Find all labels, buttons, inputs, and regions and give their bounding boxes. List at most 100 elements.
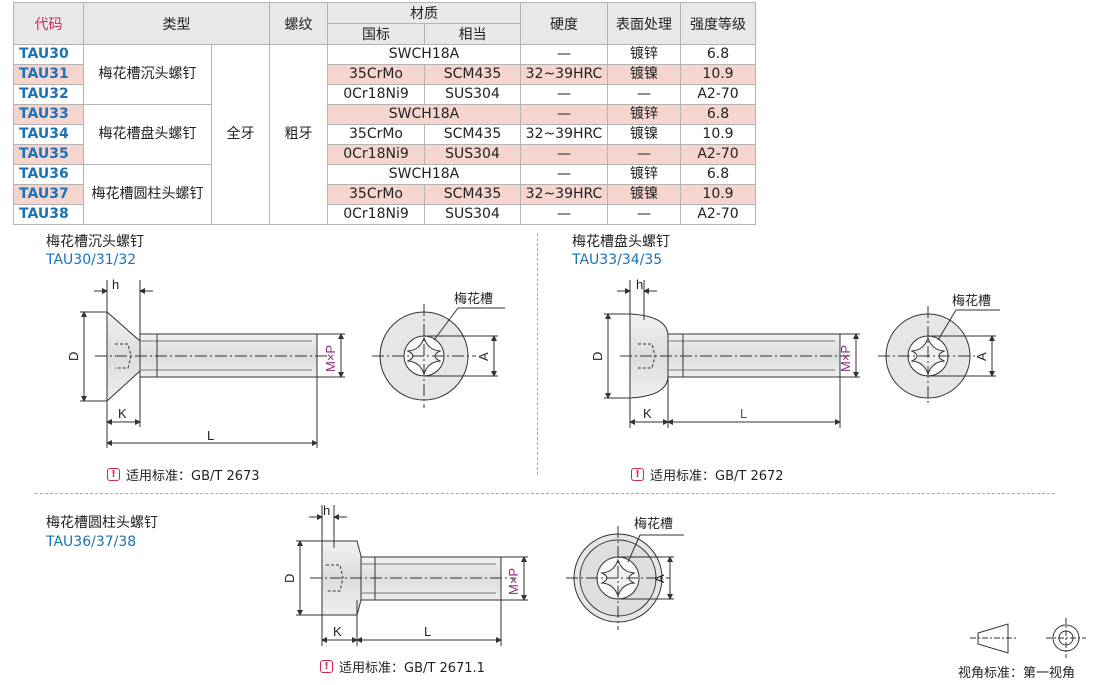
section-codes-pan: TAU33/34/35 (572, 252, 663, 268)
hardness-cell: — (520, 44, 608, 65)
table-row: TAU35 0Cr18Ni9 SUS304 — — A2-70 (13, 144, 756, 165)
grade-cell: 10.9 (680, 184, 756, 205)
grade-cell: 6.8 (680, 104, 756, 125)
projection-standard-label: 视角标准：第一视角 (958, 666, 1076, 681)
cheese-screw-side-view (296, 505, 528, 646)
table-row: TAU33 梅花槽盘头螺钉 SWCH18A — 镀锌 6.8 (13, 104, 756, 165)
dim-D-3: D (282, 574, 297, 583)
row-code: TAU31 (13, 64, 84, 85)
torx-label-1: 梅花槽 (454, 291, 493, 306)
dim-MxP-3: M×P (506, 568, 521, 595)
surface-cell: 镀锌 (607, 44, 681, 65)
countersunk-screw-side-view (80, 280, 345, 448)
grade-cell: A2-70 (680, 204, 756, 225)
dim-h-1: h (112, 277, 119, 292)
material-cell: SWCH18A (327, 104, 521, 125)
grade-cell: 6.8 (680, 164, 756, 185)
standard-text: 适用标准：GB/T 2673 (126, 469, 260, 484)
standard-note-3: ! 适用标准：GB/T 2671.1 (320, 657, 485, 676)
hardness-cell: 32~39HRC (520, 64, 608, 85)
surface-cell: — (607, 204, 681, 225)
warning-icon: ! (320, 660, 333, 673)
section-divider-horizontal (35, 493, 1055, 494)
spec-table: 代码 类型 螺纹 材质 硬度 表面处理 强度等级 国标 相当 TAU30 梅花槽… (13, 2, 756, 225)
dim-h-3: h (323, 503, 330, 518)
dim-K-1: K (118, 406, 127, 421)
countersunk-screw-end-view (372, 304, 505, 408)
material-equiv-cell: SCM435 (424, 124, 521, 145)
row-code: TAU38 (13, 204, 84, 225)
surface-cell: 镀锌 (607, 164, 681, 185)
material-gb-cell: 35CrMo (327, 184, 425, 205)
material-equiv-cell: SUS304 (424, 204, 521, 225)
material-gb-cell: 0Cr18Ni9 (327, 204, 425, 225)
hardness-cell: 32~39HRC (520, 124, 608, 145)
section-title-countersunk: 梅花槽沉头螺钉 (46, 234, 144, 250)
hardness-cell: — (520, 144, 608, 165)
full-thread-cell: 全牙 (211, 44, 270, 225)
row-code: TAU37 (13, 184, 84, 205)
material-equiv-cell: SCM435 (424, 184, 521, 205)
standard-text: 适用标准：GB/T 2671.1 (339, 661, 485, 676)
material-gb-cell: 35CrMo (327, 64, 425, 85)
torx-label-3: 梅花槽 (634, 516, 673, 531)
material-gb-cell: 0Cr18Ni9 (327, 84, 425, 105)
material-cell: SWCH18A (327, 44, 521, 65)
dim-A-3: A (652, 574, 667, 583)
row-code: TAU34 (13, 124, 84, 145)
table-row: TAU37 35CrMo SCM435 32~39HRC 镀镍 10.9 (13, 184, 756, 205)
material-equiv-cell: SUS304 (424, 84, 521, 105)
torx-label-2: 梅花槽 (952, 293, 991, 308)
first-angle-projection-icon (970, 618, 1086, 658)
standard-note-1: ! 适用标准：GB/T 2673 (107, 465, 260, 484)
dim-MxP-1: M×P (323, 345, 338, 372)
surface-cell: 镀镍 (607, 124, 681, 145)
dim-A-1: A (476, 352, 491, 361)
dim-L-1: L (207, 428, 214, 443)
grade-cell: 10.9 (680, 124, 756, 145)
dim-D-2: D (590, 352, 605, 361)
dim-K-2: K (643, 406, 652, 421)
section-codes-cheese: TAU36/37/38 (46, 534, 137, 550)
section-codes-countersunk: TAU30/31/32 (46, 252, 137, 268)
row-code: TAU33 (13, 104, 84, 125)
table-row: TAU38 0Cr18Ni9 SUS304 — — A2-70 (13, 204, 756, 225)
pan-screw-side-view (604, 280, 860, 428)
header-material-equiv: 相当 (424, 23, 521, 45)
header-material-gb: 国标 (327, 23, 425, 45)
dim-K-3: K (333, 624, 342, 639)
standard-note-2: ! 适用标准：GB/T 2672 (631, 465, 784, 484)
section-title-pan: 梅花槽盘头螺钉 (572, 234, 670, 250)
standard-text: 适用标准：GB/T 2672 (650, 469, 784, 484)
dim-MxP-2: M×P (838, 345, 853, 372)
type-cell: 梅花槽圆柱头螺钉 (83, 164, 212, 225)
dim-A-2: A (974, 352, 989, 361)
grade-cell: A2-70 (680, 144, 756, 165)
pan-screw-end-view (878, 306, 1000, 406)
section-title-cheese: 梅花槽圆柱头螺钉 (46, 515, 158, 531)
header-hardness: 硬度 (520, 2, 608, 45)
surface-cell: — (607, 144, 681, 165)
table-row: TAU34 35CrMo SCM435 32~39HRC 镀镍 10.9 (13, 124, 756, 145)
section-divider-vertical (537, 233, 538, 475)
surface-cell: — (607, 84, 681, 105)
header-material: 材质 (327, 2, 521, 24)
dim-D-1: D (66, 352, 81, 361)
dim-h-2: h (636, 277, 643, 292)
header-grade: 强度等级 (680, 2, 756, 45)
warning-icon: ! (107, 468, 120, 481)
grade-cell: 10.9 (680, 64, 756, 85)
coarse-thread-cell: 粗牙 (269, 44, 328, 225)
type-cell: 梅花槽沉头螺钉 (83, 44, 212, 105)
surface-cell: 镀锌 (607, 104, 681, 125)
dim-L-3: L (424, 624, 431, 639)
table-row: TAU32 0Cr18Ni9 SUS304 — — A2-70 (13, 84, 756, 105)
header-code: 代码 (13, 2, 84, 45)
surface-cell: 镀镍 (607, 64, 681, 85)
cheese-screw-end-view (566, 526, 684, 630)
material-gb-cell: 0Cr18Ni9 (327, 144, 425, 165)
warning-icon: ! (631, 468, 644, 481)
header-surface: 表面处理 (607, 2, 681, 45)
dim-L-2: L (740, 406, 747, 421)
